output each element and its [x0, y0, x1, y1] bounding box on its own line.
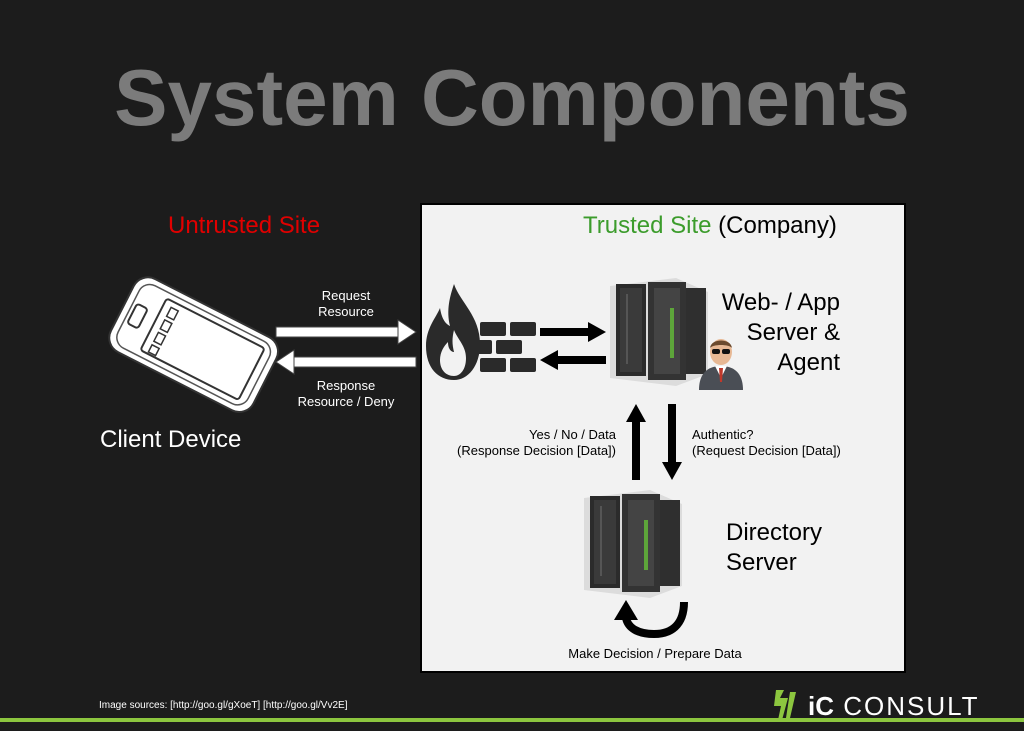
untrusted-site-label: Untrusted Site — [168, 212, 321, 239]
request-label: Request Resource — [296, 288, 396, 320]
request-arrow — [275, 319, 417, 345]
response-arrow — [275, 349, 417, 375]
request-decision-line2: (Request Decision [Data]) — [692, 443, 841, 458]
response-label-line2: Resource / Deny — [297, 394, 395, 409]
response-decision-label: Yes / No / Data (Response Decision [Data… — [440, 427, 616, 459]
smartphone-icon — [108, 276, 280, 414]
web-server-label-line3: Agent — [777, 349, 840, 376]
trusted-site-label: Trusted Site (Company) — [583, 212, 837, 240]
response-decision-line1: Yes / No / Data — [529, 427, 616, 442]
request-decision-line1: Authentic? — [692, 427, 754, 442]
footer-divider — [0, 718, 1024, 722]
ic-consult-logo-text: iC CONSULT — [808, 691, 980, 722]
loop-label: Make Decision / Prepare Data — [568, 646, 742, 661]
web-server-label-line2: Server & — [746, 319, 840, 346]
trusted-site-label-paren: (Company) — [718, 212, 837, 239]
logo-text-rest: CONSULT — [843, 691, 980, 721]
client-device-label: Client Device — [100, 426, 242, 453]
request-label-line1: Request — [321, 288, 371, 303]
directory-server-label: Directory Server — [726, 518, 866, 578]
web-server-label: Web- / App Server & Agent — [690, 288, 840, 378]
agent-person-icon — [699, 339, 743, 390]
server-to-firewall-arrow — [540, 350, 606, 370]
server-to-directory-arrow — [662, 404, 682, 480]
directory-server-label-line2: Server — [726, 549, 797, 576]
response-label: Response Resource / Deny — [286, 378, 406, 410]
request-decision-label: Authentic? (Request Decision [Data]) — [692, 427, 868, 459]
ic-consult-logo-mark — [774, 690, 796, 720]
response-decision-line2: (Response Decision [Data]) — [457, 443, 616, 458]
web-server-icon — [610, 278, 708, 386]
directory-server-icon — [584, 490, 682, 598]
firewall-icon — [426, 284, 536, 380]
trusted-site-label-main: Trusted Site — [583, 212, 712, 239]
web-server-label-line1: Web- / App — [721, 289, 840, 316]
response-label-line1: Response — [316, 378, 376, 393]
image-sources: Image sources: [http://goo.gl/gXoeT] [ht… — [99, 700, 348, 711]
directory-server-label-line1: Directory — [726, 519, 823, 546]
logo-text-bold: iC — [808, 691, 834, 721]
request-label-line2: Resource — [318, 304, 374, 319]
loop-arrow-icon — [614, 600, 688, 639]
directory-to-server-arrow — [626, 404, 646, 480]
slide-title: System Components — [114, 53, 910, 142]
firewall-to-server-arrow — [540, 322, 606, 342]
